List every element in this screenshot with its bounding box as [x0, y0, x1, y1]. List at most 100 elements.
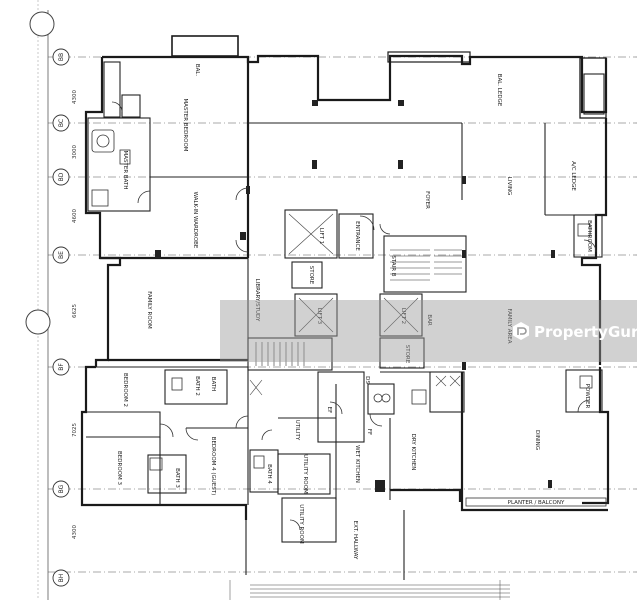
grid-lines: [37, 0, 637, 600]
outer-walls: [80, 35, 610, 520]
wall-store-2: [379, 337, 425, 369]
grid-label-bf: BF: [58, 363, 65, 371]
column: [548, 480, 552, 488]
label-utility-room-2: UTILITY ROOM: [298, 504, 304, 544]
wall-north-bay-mid: [387, 51, 471, 63]
wc-bath2: [171, 377, 183, 391]
bathtub-master: [91, 129, 115, 153]
lift1-cross-b: [288, 213, 334, 255]
wall-stair-a: [247, 337, 333, 371]
wall-entrance: [338, 213, 374, 259]
label-dry-kitchen: DRY KITCHEN: [410, 434, 416, 471]
label-bath2: BATH 2: [194, 376, 200, 396]
label-walk-in-wardrobe: WALK-IN WARDROBE: [192, 192, 198, 249]
label-planter: PLANTER / BALCONY: [508, 500, 565, 506]
grid-bubble-be: [52, 246, 70, 264]
label-store: STORE: [308, 266, 314, 285]
wall-wet-kitchen-sink: [367, 383, 395, 415]
interior-walls: [86, 57, 607, 580]
door-bed4-closet: [235, 415, 249, 429]
lift2-cross-b: [383, 297, 419, 333]
label-powder: POWDER: [584, 384, 590, 409]
label-ds: DS: [364, 376, 370, 384]
door-dry-kitchen: [369, 413, 383, 427]
door-powder: [577, 399, 591, 413]
lift-shafts: [249, 213, 461, 396]
label-utility: UTILITY: [294, 420, 300, 441]
fixtures: [91, 129, 593, 471]
wall-powder: [565, 369, 603, 413]
label-stair-b: STAIR B: [390, 255, 396, 276]
sink-dry-kitchen: [411, 389, 427, 405]
reference-bubble-top: [29, 11, 55, 37]
column: [240, 232, 246, 240]
wall-south-right: [460, 502, 608, 512]
column: [312, 160, 317, 169]
label-lift1: LIFT 1: [318, 228, 324, 244]
label-master-bath: MASTER BATH: [122, 150, 128, 189]
wall-master-bath: [87, 117, 151, 212]
wall-bath3: [147, 454, 187, 494]
dim-bc-bd: 3000: [72, 145, 78, 159]
watermark-brand-text: PropertyGuru: [534, 323, 637, 341]
column: [375, 480, 385, 492]
dim-bd-be: 4600: [72, 209, 78, 223]
wall-east-lower: [582, 367, 610, 505]
column: [155, 250, 161, 258]
wc-master: [119, 149, 131, 165]
label-aircon: A/C LEDGE: [570, 161, 576, 191]
wall-south-mid: [390, 488, 462, 502]
wall-lift3: [294, 293, 338, 337]
label-ef: EF: [326, 407, 332, 414]
lift3-cross-b: [298, 297, 334, 333]
shower-master: [91, 189, 109, 207]
label-bedroom2: BEDROOM 2: [122, 373, 128, 407]
door-bedroom4: [185, 427, 199, 441]
grid-bubble-bg: [52, 480, 70, 498]
label-utility-room: UTILITY ROOM: [302, 454, 308, 494]
grid-label-bc: BC: [58, 119, 65, 127]
label-bathroom: BATHROOM: [586, 220, 592, 252]
label-family-room: FAMILY ROOM: [146, 291, 152, 329]
entrance-steps: [229, 580, 510, 600]
label-bath4: BATH 4: [266, 464, 272, 484]
wall-stair-b: [383, 235, 467, 293]
wall-north-bay-left: [171, 35, 239, 57]
wall-north: [102, 54, 608, 114]
label-store-2: STORE: [404, 345, 410, 364]
watermark: PropertyGuru: [220, 300, 637, 362]
grid-bubble-bb: [52, 48, 70, 66]
watermark-band: [220, 300, 637, 362]
wall-master-balcony: [103, 61, 121, 118]
label-library-study: LIBRARY/STUDY: [254, 279, 260, 322]
wall-lift2: [379, 293, 423, 337]
wc-bathroom: [577, 223, 591, 237]
basin-master: [96, 134, 110, 148]
label-lift3: LIFT 3: [316, 308, 322, 325]
door-utility-room-2: [289, 519, 301, 531]
column: [462, 176, 466, 184]
column: [312, 100, 318, 106]
label-bath3: BATH 3: [174, 468, 180, 488]
column: [462, 250, 466, 258]
propertyguru-logo-icon: [513, 322, 529, 340]
dim-be-bf: 6625: [72, 304, 78, 318]
column: [398, 100, 404, 106]
wall-bedroom2: [86, 411, 161, 438]
stair-a-treads: [255, 342, 305, 366]
grid-label-bg: BG: [58, 484, 65, 493]
wall-ne-bay: [579, 57, 607, 119]
label-family-area: FAMILY AREA: [506, 308, 512, 343]
hob-wet-kitchen-2: [381, 393, 391, 403]
wall-utility-room-2: [281, 497, 337, 543]
grid-bubble-bc: [52, 114, 70, 132]
door-bathroom: [583, 239, 597, 253]
column: [398, 160, 403, 169]
wall-ds-area: [317, 371, 365, 443]
wc-powder: [579, 375, 593, 389]
grid-label-be: BE: [58, 251, 65, 259]
wall-south-left: [80, 365, 248, 520]
door-wet-kitchen: [329, 401, 343, 415]
wall-store-core: [291, 261, 323, 289]
